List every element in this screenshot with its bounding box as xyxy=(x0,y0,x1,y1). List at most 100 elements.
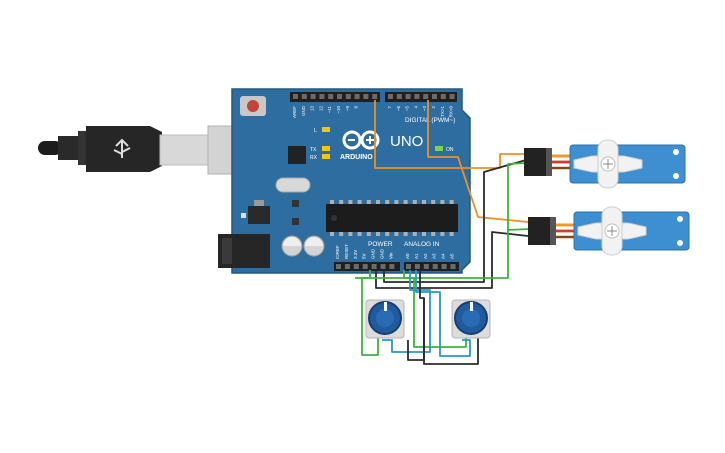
header-pin[interactable] xyxy=(362,264,368,269)
digital-header-left[interactable] xyxy=(290,92,380,102)
chip-leg xyxy=(366,200,371,204)
header-pin[interactable] xyxy=(353,264,359,269)
header-pin[interactable] xyxy=(440,94,446,99)
capacitor-2-top xyxy=(305,237,323,246)
chip-leg xyxy=(330,232,334,236)
wires[interactable] xyxy=(355,100,529,365)
hub-cross xyxy=(607,226,617,236)
header-pin[interactable] xyxy=(301,94,307,99)
header-pin[interactable] xyxy=(328,94,334,99)
header-pin[interactable] xyxy=(405,94,411,99)
header-pin[interactable] xyxy=(441,264,447,269)
usb-chip xyxy=(288,146,306,164)
header-pin[interactable] xyxy=(344,264,350,269)
chip-leg xyxy=(412,232,417,236)
bottom-header-pins[interactable] xyxy=(336,264,456,269)
chip-leg xyxy=(394,200,399,204)
wire-black-servo2-gnd[interactable] xyxy=(375,231,529,289)
header-pin[interactable] xyxy=(414,264,420,269)
header-pin[interactable] xyxy=(319,94,325,99)
pin-label: A2 xyxy=(423,253,428,259)
wire-green-5v-pot2[interactable] xyxy=(369,270,467,348)
header-pin[interactable] xyxy=(389,264,395,269)
wire-black-gnd-pot2[interactable] xyxy=(423,298,479,365)
wire-blue-a1-pot2[interactable] xyxy=(415,270,471,357)
pin-label: A4 xyxy=(441,253,446,259)
digital-header-pins[interactable] xyxy=(293,94,455,99)
servo-2[interactable] xyxy=(528,206,690,256)
wire-orange-servo2-signal[interactable] xyxy=(427,100,529,223)
pin-label: 12 xyxy=(318,106,323,112)
header-pin[interactable] xyxy=(363,94,369,99)
header-pin[interactable] xyxy=(406,264,411,269)
pin-label: 7 xyxy=(387,106,392,109)
pin-label: RX<0 xyxy=(449,106,454,118)
led-l-icon xyxy=(322,127,330,132)
atmega-chip xyxy=(326,204,458,232)
header-pin[interactable] xyxy=(293,94,298,99)
header-pin[interactable] xyxy=(337,94,342,99)
header-pin[interactable] xyxy=(414,94,420,99)
led-on-label: ON xyxy=(446,147,454,153)
wire-green-servo-power[interactable] xyxy=(403,228,529,279)
header-pin[interactable] xyxy=(423,264,429,269)
strain-ridge xyxy=(78,131,88,165)
pot-indicator xyxy=(470,302,473,311)
led-l-label: L xyxy=(314,128,317,134)
header-pin[interactable] xyxy=(450,264,456,269)
chip-leg xyxy=(412,200,417,204)
led-tx-icon xyxy=(322,146,330,151)
header-pin[interactable] xyxy=(449,94,455,99)
chip-leg xyxy=(440,200,445,204)
chip-leg xyxy=(339,232,344,236)
header-pin[interactable] xyxy=(432,264,438,269)
pin-label: ~11 xyxy=(327,106,332,114)
chip-leg xyxy=(357,232,362,236)
analog-header[interactable] xyxy=(404,262,459,271)
header-pin[interactable] xyxy=(423,94,429,99)
potentiometer-1[interactable] xyxy=(365,299,405,339)
header-pin[interactable] xyxy=(432,94,437,99)
header-pin[interactable] xyxy=(310,94,316,99)
infinity-logo-icon xyxy=(342,130,380,150)
header-pin[interactable] xyxy=(396,94,402,99)
smd-component xyxy=(241,213,246,218)
header-pin[interactable] xyxy=(372,94,378,99)
smd-component xyxy=(292,218,299,225)
chip-leg xyxy=(394,232,399,236)
chip-leg xyxy=(440,232,445,236)
uno-model-text: UNO xyxy=(390,133,423,150)
servo-1[interactable] xyxy=(524,139,686,189)
chip-leg xyxy=(348,232,353,236)
capacitor-1-top xyxy=(283,237,301,246)
pin-label: AREF xyxy=(292,106,297,118)
pin-label: ~3 xyxy=(422,106,427,112)
chip-leg xyxy=(385,232,390,236)
digital-header-label: DIGITAL (PWM~) xyxy=(405,117,455,124)
pin-label: GND xyxy=(380,248,385,259)
usb-icon xyxy=(113,138,131,158)
reset-button[interactable] xyxy=(247,100,259,112)
header-pin[interactable] xyxy=(380,264,386,269)
header-pin[interactable] xyxy=(388,94,393,99)
header-pin[interactable] xyxy=(345,94,351,99)
header-pin[interactable] xyxy=(336,264,341,269)
analog-label: ANALOG IN xyxy=(404,241,440,248)
potentiometer-2[interactable] xyxy=(451,299,491,339)
header-pin[interactable] xyxy=(371,264,377,269)
header-pin[interactable] xyxy=(354,94,360,99)
chip-leg xyxy=(366,232,371,236)
chip-leg xyxy=(449,232,454,236)
pin-label: IOREF xyxy=(335,245,340,259)
pin-label: 13 xyxy=(310,106,315,112)
pin-label: A3 xyxy=(432,253,437,259)
digital-header-right[interactable] xyxy=(385,92,457,102)
smd-component xyxy=(292,200,299,207)
wire-blue-a0-pot1[interactable] xyxy=(382,270,431,353)
wire-green-servo1-power[interactable] xyxy=(507,162,527,230)
pin-label: Vin xyxy=(388,252,393,259)
